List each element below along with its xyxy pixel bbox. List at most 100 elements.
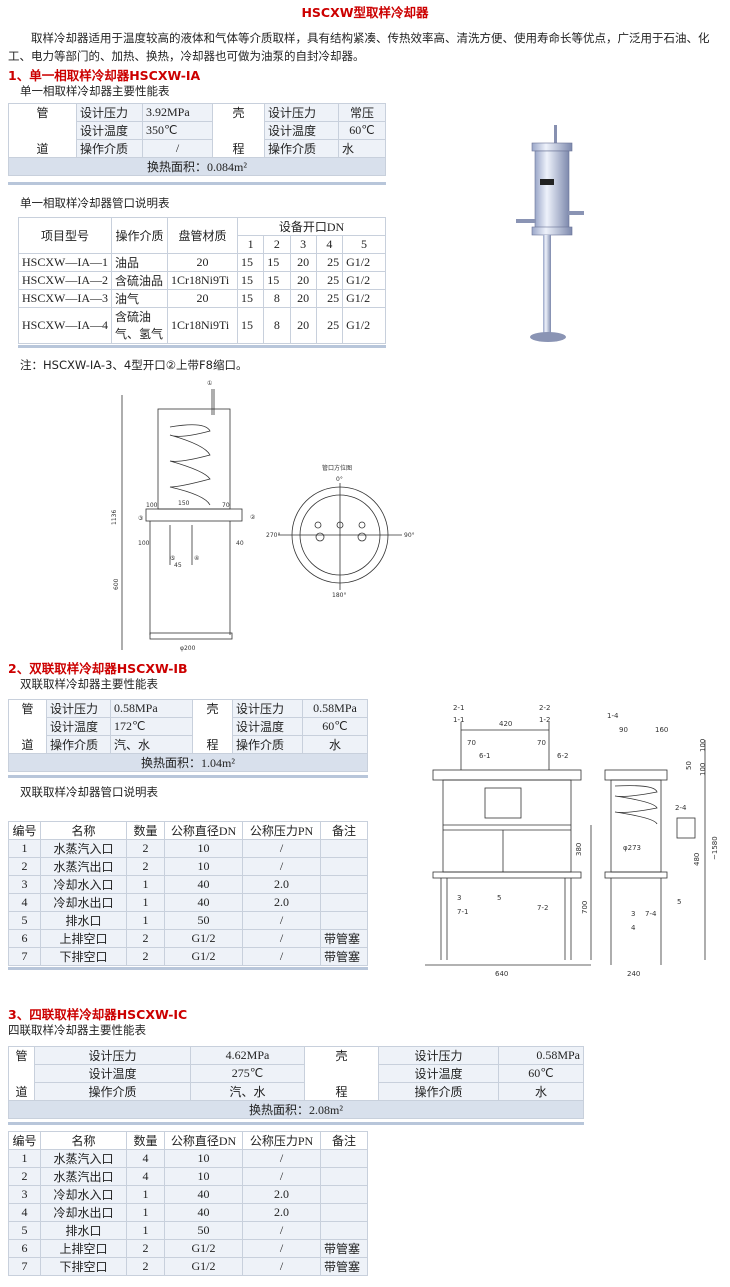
dim-label: 70 xyxy=(222,502,230,509)
port-label: 2-2 xyxy=(539,704,550,712)
table-bar xyxy=(18,345,386,348)
perf-value: 水 xyxy=(338,139,386,158)
perf-key: 设计温度 xyxy=(76,121,143,140)
table-row: HSCXW—IA—1 油品 20 15 15 20 25 G1/2 xyxy=(18,253,386,272)
s3-perf-table: 管 设计压力 4.62MPa 壳 设计压力 0.58MPa 设计温度 275℃ … xyxy=(8,1046,584,1119)
dim-label: 100 xyxy=(146,502,158,509)
tube-label: 管 xyxy=(8,1046,35,1065)
table-bar xyxy=(8,967,368,970)
table-bar xyxy=(8,182,386,185)
table-bar xyxy=(8,1122,584,1125)
dim-label: 240 xyxy=(627,970,640,978)
dim-label: 70 xyxy=(467,739,476,747)
col-header: 数量 xyxy=(126,821,165,840)
perf-value: 60℃ xyxy=(338,121,386,140)
perf-value: 0.58MPa xyxy=(498,1046,584,1065)
dim-label: 700 xyxy=(581,901,589,914)
port-label: 1-1 xyxy=(453,716,464,724)
heat-exchange-area: 换热面积：0.084m² xyxy=(8,157,386,176)
tube-label: 道 xyxy=(8,735,47,754)
perf-value: 水 xyxy=(302,735,368,754)
angle-label: 180° xyxy=(332,592,346,599)
dim-label: 100 xyxy=(699,763,707,776)
port-label: 2-1 xyxy=(453,704,464,712)
dim-label: 150 xyxy=(178,500,190,507)
dim-label: 40 xyxy=(236,540,244,547)
tube-label: 道 xyxy=(8,1082,35,1101)
section-2-heading: 2、双联取样冷却器HSCXW-IB xyxy=(8,661,188,676)
col-header: 3 xyxy=(289,235,317,254)
dim-label: 380 xyxy=(575,843,583,856)
perf-value: 0.58MPa xyxy=(110,699,193,718)
dim-label: 45 xyxy=(174,562,182,569)
col-header: 公称直径DN xyxy=(164,1131,243,1150)
perf-value: 水 xyxy=(498,1082,584,1101)
s1-port-caption: 单一相取样冷却器管口说明表 xyxy=(20,196,170,210)
perf-value: 汽、水 xyxy=(110,735,193,754)
port-label: 1-2 xyxy=(539,716,550,724)
port-label: ① xyxy=(207,380,212,387)
port-label: 7-2 xyxy=(537,904,548,912)
shell-label: 壳 xyxy=(212,103,265,122)
col-header: 公称直径DN xyxy=(164,821,243,840)
dim-label: 90 xyxy=(619,726,628,734)
col-header: 编号 xyxy=(8,1131,41,1150)
port-label: ③ xyxy=(138,515,143,522)
table-row: HSCXW—IA—2 含硫油品 1Cr18Ni9Ti 15 15 20 25 G… xyxy=(18,271,386,290)
col-header: 设备开口DN xyxy=(237,217,386,236)
port-label: 5 xyxy=(677,898,681,906)
perf-value: 350℃ xyxy=(142,121,213,140)
col-header: 名称 xyxy=(40,1131,127,1150)
col-header: 编号 xyxy=(8,821,41,840)
intro-paragraph: 取样冷却器适用于温度较高的液体和气体等介质取样，具有结构紧凑、传热效率高、清洗方… xyxy=(8,31,710,63)
cooler-photo xyxy=(516,125,584,342)
s1-perf-caption: 单一相取样冷却器主要性能表 xyxy=(20,84,170,98)
dim-label: φ200 xyxy=(180,645,196,652)
port-label: ② xyxy=(250,514,256,521)
tube-label-blank xyxy=(8,121,77,140)
perf-key: 设计压力 xyxy=(378,1046,499,1065)
port-label: 3 xyxy=(457,894,461,902)
perf-key: 设计温度 xyxy=(264,121,339,140)
col-header: 项目型号 xyxy=(18,217,112,254)
perf-value: 汽、水 xyxy=(190,1082,305,1101)
perf-value: 3.92MPa xyxy=(142,103,213,122)
col-header: 公称压力PN xyxy=(242,1131,321,1150)
perf-key: 设计温度 xyxy=(232,717,303,736)
shell-label: 程 xyxy=(304,1082,379,1101)
col-header: 5 xyxy=(342,235,386,254)
dim-label: 640 xyxy=(495,970,508,978)
shell-label: 程 xyxy=(212,139,265,158)
s1-port-table: 项目型号 操作介质 盘管材质 设备开口DN 1 2 3 4 5 HSCXW—IA… xyxy=(18,217,386,344)
section-3-heading: 3、四联取样冷却器HSCXW-IC xyxy=(8,1007,188,1022)
perf-key: 操作介质 xyxy=(34,1082,191,1101)
angle-label: 270° xyxy=(266,532,280,539)
s2-perf-table: 管 设计压力 0.58MPa 壳 设计压力 0.58MPa 设计温度 172℃ … xyxy=(8,699,368,772)
col-header: 1 xyxy=(236,235,265,254)
port-label: 6-1 xyxy=(479,752,490,760)
dim-label: 100 xyxy=(699,739,707,752)
diagram-caption: 管口方位图 xyxy=(322,464,352,472)
dim-label: 420 xyxy=(499,720,512,728)
port-label: 7-4 xyxy=(645,910,657,918)
drawing-2: 420 70 70 380 700 640 2-1 1-1 2-2 1-2 6-… xyxy=(425,704,719,978)
port-label: 5 xyxy=(497,894,501,902)
port-label: ④ xyxy=(194,555,199,562)
shell-label: 壳 xyxy=(304,1046,379,1065)
section-1-heading: 1、单一相取样冷却器HSCXW-IA xyxy=(8,68,201,83)
col-header: 盘管材质 xyxy=(167,217,238,254)
port-label: 6-2 xyxy=(557,752,568,760)
perf-value: / xyxy=(142,139,213,158)
perf-key: 设计温度 xyxy=(46,717,111,736)
perf-key: 操作介质 xyxy=(264,139,339,158)
col-header: 公称压力PN xyxy=(242,821,321,840)
perf-value: 172℃ xyxy=(110,717,193,736)
col-header: 2 xyxy=(263,235,291,254)
